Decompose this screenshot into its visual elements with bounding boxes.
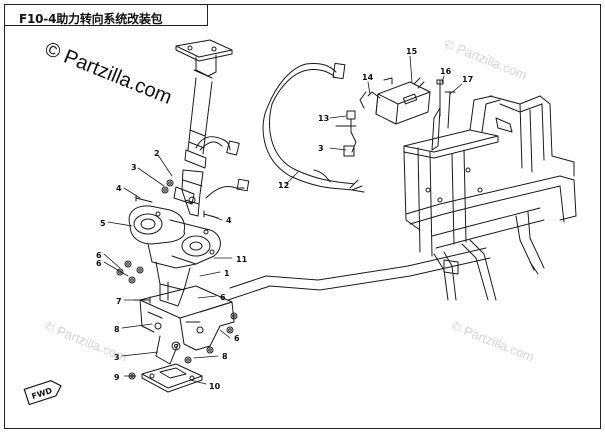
- steering-column: [173, 77, 213, 217]
- callout-labels: 2 3 4 4 5 6 6 11 1 7 6 8 6 3 8 9 10 12 1…: [96, 47, 473, 391]
- frame-tube-lower: [227, 247, 491, 301]
- callout-14: 14: [362, 73, 374, 82]
- diagram-title: F10-4助力转向系统改装包: [19, 12, 163, 26]
- eps-motor-assembly: [128, 205, 221, 307]
- bolt-17: [444, 91, 456, 129]
- steering-mount-plate: [175, 39, 233, 79]
- base-plate: [141, 363, 203, 393]
- callout-4: 4: [226, 216, 232, 225]
- bracket-14: [359, 91, 441, 151]
- callout-3: 3: [131, 163, 137, 172]
- callout-12: 12: [278, 181, 289, 190]
- callout-4: 4: [116, 184, 122, 193]
- sub-harness: [335, 110, 357, 157]
- fwd-arrow-icon: FWD: [23, 380, 62, 406]
- eps-controller: [367, 77, 431, 125]
- vehicle-frame: [403, 95, 577, 301]
- callout-6: 6: [96, 251, 102, 260]
- callout-15: 15: [406, 47, 418, 56]
- callout-2: 2: [154, 149, 160, 158]
- callout-8: 8: [114, 325, 120, 334]
- callout-13: 13: [318, 114, 329, 123]
- lower-mounting-bracket: [139, 285, 235, 365]
- callout-17: 17: [462, 75, 473, 84]
- callout-6: 6: [96, 259, 102, 268]
- fasteners: [116, 179, 238, 380]
- callout-10: 10: [209, 382, 221, 391]
- callout-6: 6: [220, 293, 226, 302]
- callout-7: 7: [116, 297, 122, 306]
- callout-5: 5: [100, 219, 106, 228]
- callout-6: 6: [234, 334, 240, 343]
- callout-1: 1: [224, 269, 230, 278]
- callout-3: 3: [318, 144, 324, 153]
- leader-lines: [103, 55, 463, 385]
- callout-16: 16: [440, 67, 452, 76]
- column-wire-harness: [195, 136, 250, 199]
- callout-3: 3: [114, 353, 120, 362]
- main-wire-harness: [262, 62, 365, 193]
- callout-8: 8: [222, 352, 228, 361]
- callout-9: 9: [114, 373, 120, 382]
- drawing-frame: [4, 4, 601, 429]
- title-block: F10-4助力转向系统改装包: [4, 4, 208, 26]
- callout-11: 11: [236, 255, 248, 264]
